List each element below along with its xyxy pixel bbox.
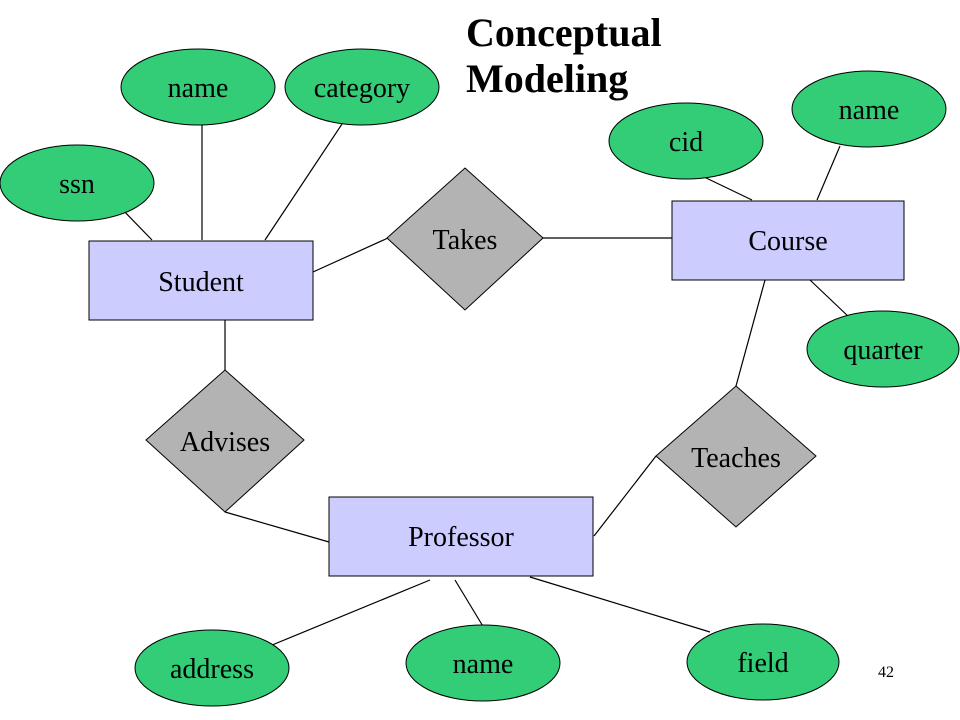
edge-teaches-professor (593, 455, 657, 537)
attr-student-name: name (120, 48, 276, 126)
relationship-advises: Advises (145, 369, 305, 513)
attr-cid-label: cid (669, 127, 703, 158)
edge-cid-course (701, 175, 753, 201)
relationship-teaches-label: Teaches (691, 443, 781, 474)
attr-address-label: address (170, 654, 254, 685)
attr-professor-name-label: name (453, 649, 514, 680)
edge-professor-field (529, 576, 711, 633)
attr-course-name: name (791, 70, 947, 148)
attr-quarter-label: quarter (843, 335, 923, 366)
edge-name-course (816, 145, 841, 201)
entity-course: Course (671, 200, 905, 281)
attr-field-label: field (737, 648, 788, 679)
edge-professor-name (454, 579, 485, 629)
attr-ssn-label: ssn (59, 169, 95, 200)
attr-professor-name: name (405, 624, 561, 702)
attr-course-name-label: name (839, 95, 900, 126)
title-line-1: Conceptual (466, 10, 662, 55)
entity-course-label: Course (748, 226, 827, 257)
edge-advises-professor (224, 511, 330, 543)
attr-ssn: ssn (0, 144, 155, 222)
attr-address: address (134, 629, 290, 707)
attr-field: field (686, 623, 840, 701)
entity-student-label: Student (158, 267, 244, 298)
attr-cid: cid (608, 102, 764, 180)
relationship-takes: Takes (386, 167, 544, 311)
page-number: 42 (878, 664, 894, 681)
attr-quarter: quarter (806, 310, 960, 388)
entity-student: Student (88, 240, 314, 321)
relationship-teaches: Teaches (655, 385, 817, 528)
attr-student-name-label: name (168, 73, 229, 104)
edge-category-student (264, 117, 347, 241)
relationship-takes-label: Takes (433, 225, 498, 256)
entity-professor: Professor (328, 496, 594, 577)
relationship-advises-label: Advises (180, 427, 270, 458)
edge-course-teaches (735, 279, 766, 387)
connector-lines (117, 116, 851, 651)
edge-student-takes (312, 237, 389, 273)
edge-course-quarter (809, 279, 851, 319)
attr-category-label: category (314, 73, 410, 104)
attr-category: category (284, 48, 440, 126)
slide-title: Conceptual Modeling (466, 10, 662, 102)
edge-professor-address (259, 579, 431, 651)
entity-professor-label: Professor (408, 522, 514, 553)
title-line-2: Modeling (466, 56, 629, 101)
